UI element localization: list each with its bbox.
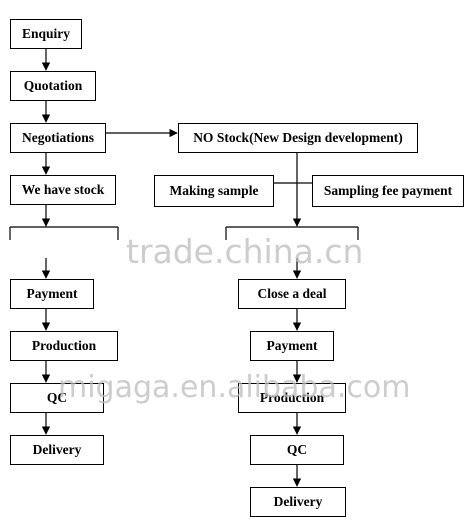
quotation-box: Quotation [10,71,96,101]
close-a-deal-label: Close a deal [257,286,327,301]
production-left-box: Production [10,331,118,361]
no-stock-box: NO Stock(New Design development) [178,123,418,153]
qc-left-label: QC [46,390,68,405]
production-left-label: Production [31,338,97,353]
qc-left-box: QC [10,383,104,413]
close-a-deal-box: Close a deal [238,279,346,309]
payment-left-box: Payment [10,279,94,309]
we-have-stock-box: We have stock [10,175,116,205]
sampling-fee-payment-label: Sampling fee payment [323,183,453,198]
making-sample-label: Making sample [169,183,259,198]
enquiry-label: Enquiry [21,26,71,41]
payment-right-box: Payment [250,331,334,361]
payment-right-label: Payment [266,338,318,353]
negotiations-box: Negotiations [10,123,106,153]
production-right-box: Production [238,383,346,413]
making-sample-box: Making sample [154,175,274,207]
qc-right-box: QC [250,435,344,465]
delivery-left-box: Delivery [10,435,104,465]
no-stock-label: NO Stock(New Design development) [193,130,403,145]
delivery-right-box: Delivery [250,487,346,517]
negotiations-label: Negotiations [22,130,94,145]
enquiry-box: Enquiry [10,19,82,49]
delivery-left-label: Delivery [32,442,82,457]
payment-left-label: Payment [26,286,78,301]
quotation-label: Quotation [23,78,83,93]
qc-right-label: QC [286,442,308,457]
we-have-stock-label: We have stock [21,182,105,197]
production-right-label: Production [259,390,325,405]
delivery-right-label: Delivery [273,494,323,509]
sampling-fee-payment-box: Sampling fee payment [312,175,464,207]
